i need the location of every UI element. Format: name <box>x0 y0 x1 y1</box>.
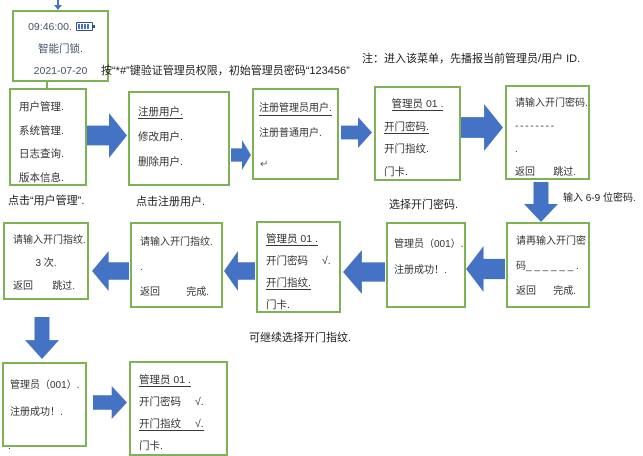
password-blanks: - - - - - - - - <box>515 121 554 132</box>
menu-item-register-admin: 注册管理员用户. <box>259 103 332 116</box>
softkey-done: 完成. <box>186 287 209 298</box>
menu-item-log-query: 日志查询. <box>19 148 64 160</box>
caption-select-password: 选择开门密码. <box>389 199 459 211</box>
menu-item-door-card: 门卡. <box>266 299 290 311</box>
softkey-row: 返回 跳过. <box>507 161 588 178</box>
arrow-left-icon <box>224 251 255 291</box>
menu-item-delete-user: 删除用户. <box>138 156 183 168</box>
arrow-right-icon <box>231 140 251 170</box>
menu-item-door-password: 开门密码√. <box>139 396 204 408</box>
menu-item-version-info: 版本信息. <box>19 171 64 184</box>
arrow-right-icon <box>341 117 372 148</box>
entry-arrow-stem <box>57 0 59 6</box>
screen-enter-fingerprint: 请输入开门指纹. . 返回 完成. <box>130 222 223 308</box>
screen-credential-menu-3: 管理员 01 . 开门密码√. 开门指纹√. 门卡. <box>129 361 228 456</box>
menu-item-door-password: 开门密码√. <box>266 255 331 267</box>
clock-time: 09:46:00. <box>28 21 72 33</box>
screen-register-type-menu: 注册管理员用户. 注册普通用户. ↵ <box>252 88 339 180</box>
menu-item-door-fingerprint: 开门指纹√. <box>139 418 204 432</box>
softkey-row: 返回 跳过. <box>5 275 87 298</box>
screen-clock: 09:46:00. 智能门锁. 2021-07-20 <box>12 10 109 82</box>
checkmark: √. <box>195 418 204 430</box>
screen-user-menu: 注册用户. 修改用户. 删除用户. <box>128 91 230 186</box>
screen-credential-menu-1: 管理员 01 . 开门密码. 开门指纹. 门卡. <box>374 86 461 181</box>
softkey-row: 返回 完成. <box>508 279 588 304</box>
clock-date: 2021-07-20 <box>33 65 88 77</box>
screen-register-success-2: 管理员（001）. 注册成功！. <box>2 362 87 447</box>
caption-click-register-user: 点击注册用户. <box>136 196 206 208</box>
clock-time-line: 09:46:00. <box>14 16 107 38</box>
menu-item-register-user: 注册用户. <box>138 106 183 120</box>
menu-item-door-card: 门卡. <box>384 165 408 178</box>
softkey-done: 完成. <box>553 286 576 297</box>
screen-credential-menu-2: 管理员 01 . 开门密码√. 开门指纹. 门卡. <box>256 221 341 313</box>
menu-item-door-fingerprint: 开门指纹. <box>384 143 429 155</box>
softkey-skip: 跳过. <box>553 167 576 178</box>
caption-click-user-mgmt: 点击“用户管理”. <box>8 195 85 207</box>
register-success-line: 注册成功！. <box>394 265 447 276</box>
arrow-right-icon <box>87 113 127 158</box>
menu-item-register-normal: 注册普通用户. <box>259 128 322 139</box>
corner-paragraph-mark: . <box>8 441 11 452</box>
note-menu-broadcast: 注：进入该菜单，先播报当前管理员/用户 ID. <box>362 53 581 65</box>
admin-title: 管理员 01 . <box>391 98 444 112</box>
menu-item-door-fingerprint: 开门指纹. <box>266 277 311 291</box>
menu-item-system-mgmt: 系统管理. <box>19 124 64 137</box>
register-success-line: 注册成功！. <box>10 407 63 418</box>
admin-title: 管理员 01 . <box>139 374 191 388</box>
checkmark: √. <box>195 396 204 408</box>
arrow-left-icon <box>466 246 505 292</box>
screen-register-success-1: 管理员（001）. 注册成功！. <box>386 222 466 308</box>
arrow-left-icon <box>92 251 129 291</box>
note-password-length: 输入 6-9 位密码. <box>563 193 636 204</box>
softkey-back: 返回 <box>515 167 535 178</box>
menu-item-user-mgmt: 用户管理. <box>19 101 64 113</box>
prompt-reenter-password-2: 码_ _ _ _ _ _ . <box>516 261 579 272</box>
entry-arrow-down-icon <box>54 5 62 10</box>
arrow-down-icon <box>524 182 558 222</box>
screen-enter-password: 请输入开门密码. - - - - - - - - . 返回 跳过. <box>505 85 590 180</box>
softkey-row: 返回 完成. <box>132 280 221 305</box>
screen-reenter-password: 请再输入开门密 码_ _ _ _ _ _ . 返回 完成. <box>506 222 590 308</box>
menu-item-door-card: 门卡. <box>139 440 163 452</box>
admin-title: 管理员 01 . <box>266 233 318 247</box>
device-name: 智能门锁. <box>38 43 83 55</box>
arrow-right-icon <box>93 386 127 419</box>
caption-continue-fingerprint: 可继续选择开门指纹. <box>249 332 352 344</box>
screen-main-menu: 用户管理. 系统管理. 日志查询. 版本信息. <box>9 88 87 186</box>
menu-item-door-password: 开门密码. <box>384 120 429 134</box>
admin-id-line: 管理员（001）. <box>394 239 464 250</box>
arrow-right-icon <box>461 104 503 151</box>
blank-line-mark: . <box>515 144 518 155</box>
battery-icon <box>75 22 95 31</box>
menu-item-modify-user: 修改用户. <box>138 131 183 143</box>
connector-line <box>46 82 48 88</box>
checkmark: √. <box>322 255 331 267</box>
prompt-enter-fingerprint: 请输入开门指纹. <box>13 235 86 246</box>
screen-enter-fingerprint-3times: 请输入开门指纹. 3 次. 返回 跳过. <box>3 222 89 300</box>
softkey-back: 返回 <box>140 287 160 298</box>
prompt-reenter-password-1: 请再输入开门密 <box>516 236 586 247</box>
arrow-left-icon <box>343 250 385 294</box>
prompt-enter-fingerprint: 请输入开门指纹. <box>140 237 213 248</box>
arrow-down-icon <box>25 317 59 359</box>
softkey-back: 返回 <box>516 286 536 297</box>
admin-id-line: 管理员（001）. <box>10 380 80 391</box>
prompt-enter-password: 请输入开门密码. <box>515 98 588 109</box>
softkey-back: 返回 <box>13 281 33 292</box>
return-mark: ↵ <box>260 159 269 170</box>
fingerprint-times: 3 次. <box>35 258 57 269</box>
note-auth-key: 按“*#”键验证管理员权限，初始管理员密码“123456” <box>101 65 350 77</box>
softkey-skip: 跳过. <box>52 281 75 292</box>
blank-line-mark: . <box>140 262 143 273</box>
